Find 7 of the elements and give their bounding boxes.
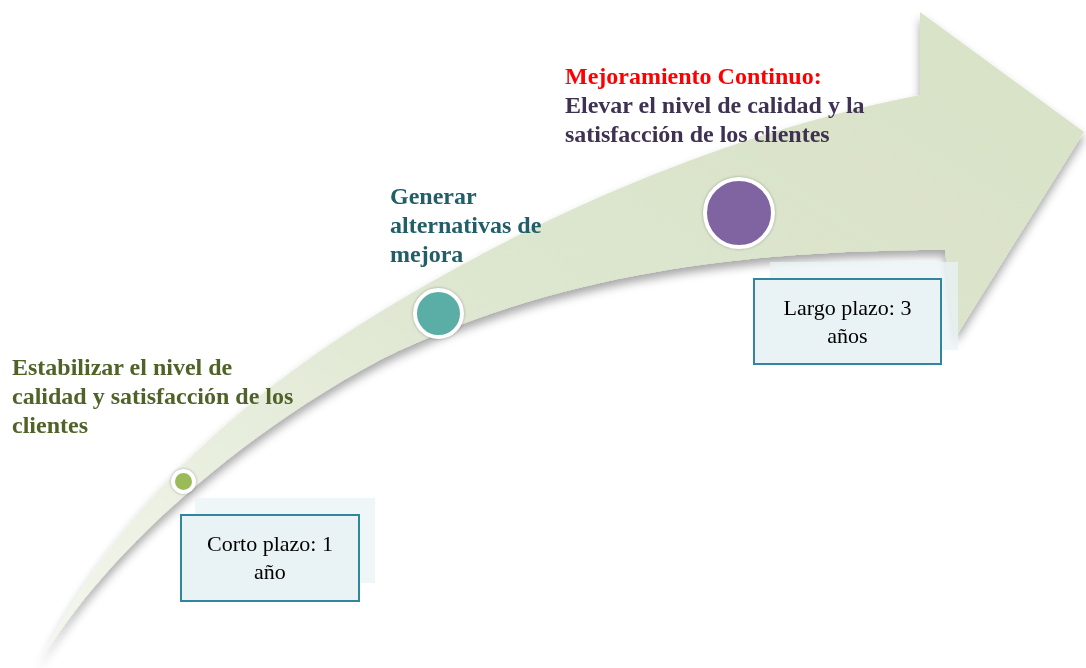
circle-marker xyxy=(171,469,196,494)
goal-text: Estabilizar el nivel de calidad y satisfacción de los clientes xyxy=(12,353,295,440)
goal-heading: Mejoramiento Continuo: xyxy=(565,62,823,91)
goal-text: Generar alternativas de mejora xyxy=(390,182,543,269)
goal-text: Elevar el nivel de calidad y la satisfacción de los clientes xyxy=(565,91,866,149)
term-box: Corto plazo: 1 año xyxy=(180,514,360,602)
term-box: Largo plazo: 3 años xyxy=(753,278,942,365)
